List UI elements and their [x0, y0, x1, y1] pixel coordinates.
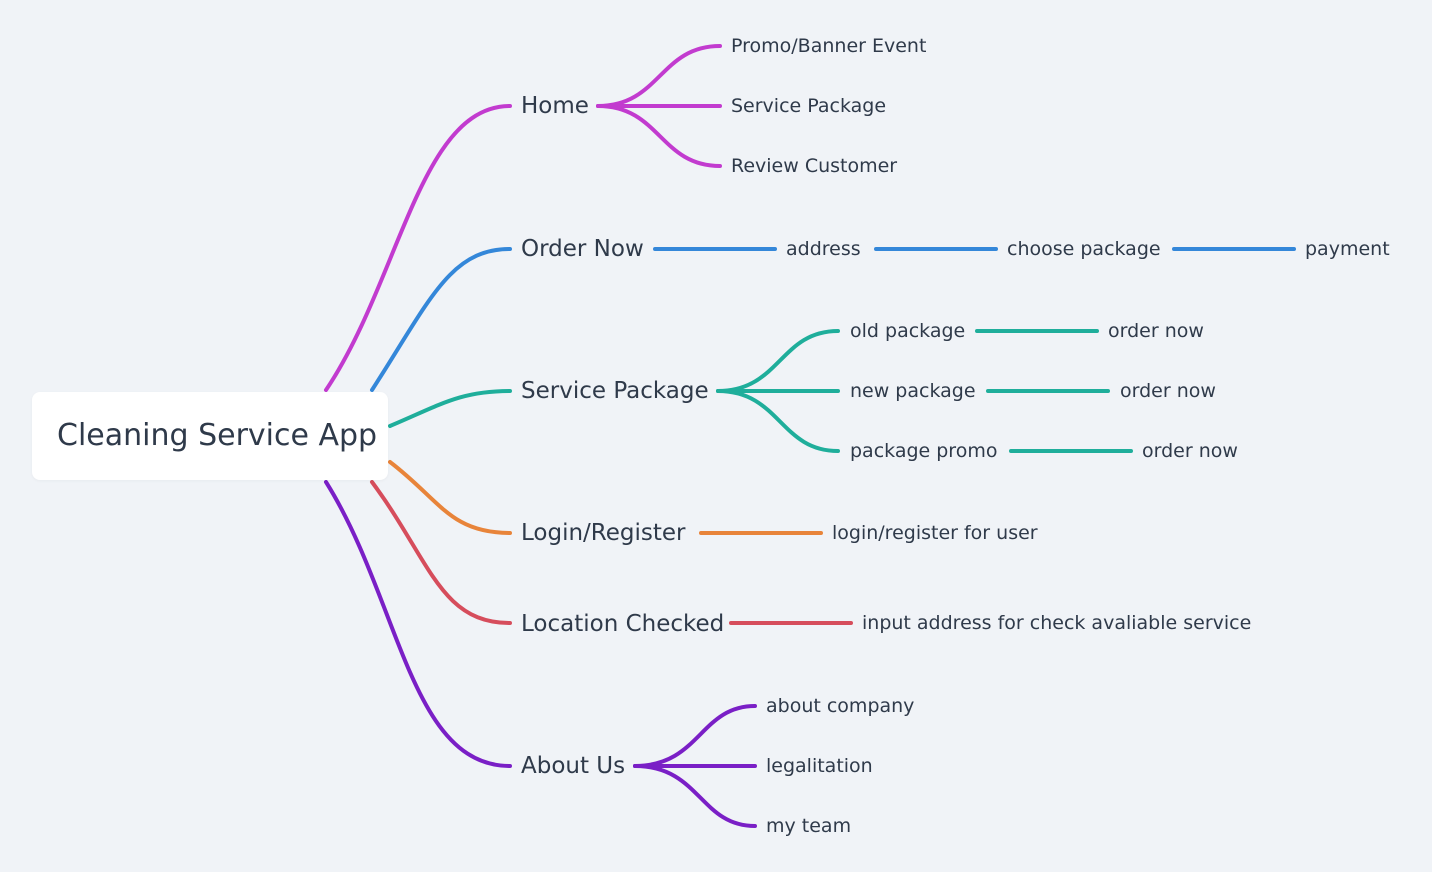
link-root-order — [370, 247, 512, 392]
subtopic-payment[interactable]: payment — [1305, 238, 1390, 260]
link-service-promo — [716, 389, 840, 453]
link-root-home — [324, 104, 512, 392]
topic-service-package[interactable]: Service Package — [521, 378, 709, 404]
subtopic-choose-package[interactable]: choose package — [1007, 238, 1161, 260]
subtopic-package-promo[interactable]: package promo — [850, 440, 998, 462]
subtopic-package-promo-order-now[interactable]: order now — [1142, 440, 1238, 462]
root-node[interactable]: Cleaning Service App — [32, 392, 388, 480]
topic-about-us[interactable]: About Us — [521, 753, 626, 779]
link-root-service — [388, 389, 512, 428]
subtopic-promo-banner[interactable]: Promo/Banner Event — [731, 35, 927, 57]
topic-login-register[interactable]: Login/Register — [521, 520, 686, 546]
link-root-login — [388, 460, 512, 535]
topic-location-checked[interactable]: Location Checked — [521, 611, 725, 637]
subtopic-legalitation[interactable]: legalitation — [766, 755, 873, 777]
subtopic-about-company[interactable]: about company — [766, 695, 915, 717]
subtopic-new-package[interactable]: new package — [850, 380, 976, 402]
subtopic-old-package[interactable]: old package — [850, 320, 966, 342]
subtopic-my-team[interactable]: my team — [766, 815, 852, 837]
subtopic-review-customer[interactable]: Review Customer — [731, 155, 898, 177]
link-root-location — [370, 480, 512, 625]
link-home-promo — [596, 44, 722, 108]
subtopic-login-register-user[interactable]: login/register for user — [832, 522, 1038, 544]
subtopic-input-address[interactable]: input address for check avaliable servic… — [862, 612, 1252, 634]
root-label: Cleaning Service App — [57, 418, 378, 453]
subtopic-home-service-package[interactable]: Service Package — [731, 95, 887, 117]
topic-home[interactable]: Home — [521, 93, 589, 119]
link-service-old — [716, 329, 840, 393]
topic-order-now[interactable]: Order Now — [521, 236, 644, 262]
subtopic-address[interactable]: address — [786, 238, 861, 260]
link-root-about — [324, 480, 512, 768]
link-about-team — [633, 764, 757, 828]
link-about-company — [633, 704, 757, 768]
subtopic-new-package-order-now[interactable]: order now — [1120, 380, 1216, 402]
subtopic-old-package-order-now[interactable]: order now — [1108, 320, 1204, 342]
link-home-review — [596, 104, 722, 168]
